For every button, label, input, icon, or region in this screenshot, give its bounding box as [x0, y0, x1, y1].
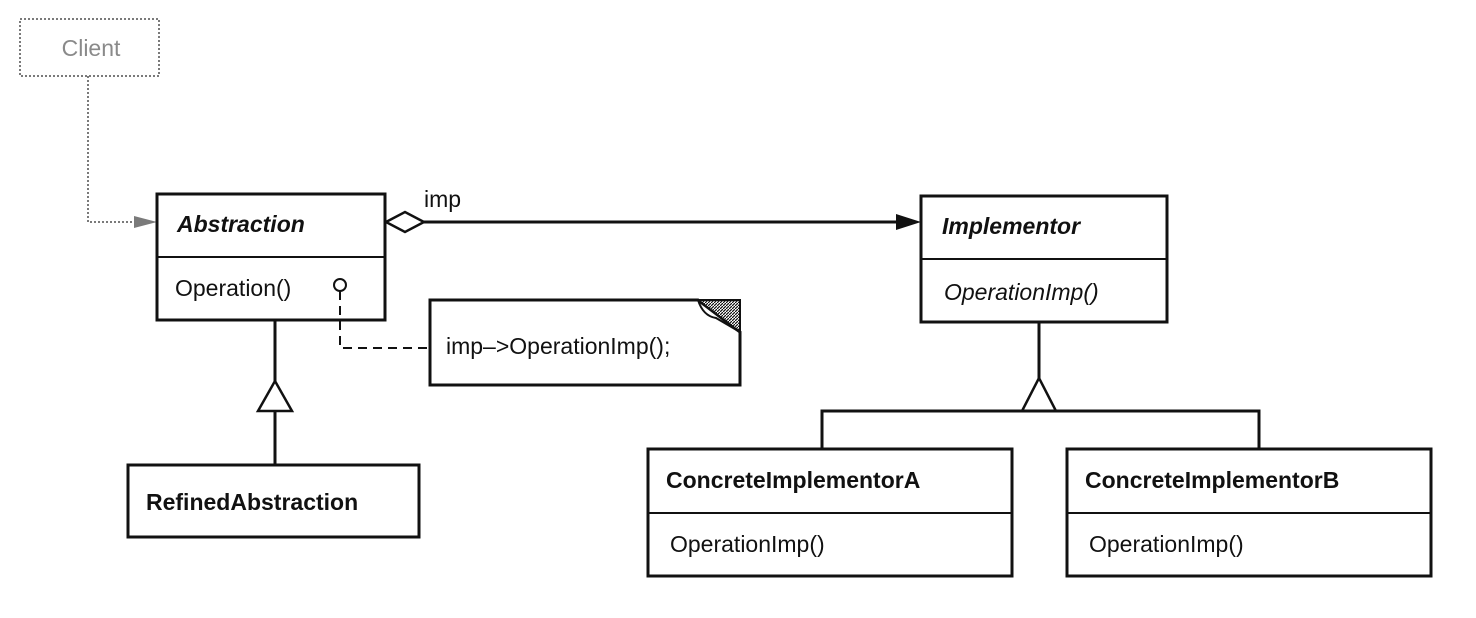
refined-generalization: [255, 320, 295, 465]
abstraction-name: Abstraction: [176, 211, 305, 237]
inheritance-triangle-icon: [255, 378, 295, 413]
refined-abstraction-name: RefinedAbstraction: [146, 489, 358, 515]
implementor-name: Implementor: [942, 213, 1081, 239]
arrowhead-icon: [896, 214, 921, 230]
note-dogear-icon: [695, 299, 741, 335]
code-note: imp–>OperationImp();: [428, 298, 742, 387]
concrete-implementor-b-operation: OperationImp(): [1089, 531, 1244, 557]
aggregation-diamond-icon: [383, 210, 427, 234]
refined-abstraction-class: RefinedAbstraction: [126, 463, 421, 539]
association-role-label: imp: [424, 186, 461, 212]
imp-association: imp: [383, 186, 921, 234]
client-label: Client: [62, 35, 121, 61]
inheritance-triangle-icon: [1019, 375, 1059, 413]
concrete-implementor-b-name: ConcreteImplementorB: [1085, 467, 1339, 493]
implementor-class: Implementor OperationImp(): [919, 194, 1169, 324]
client-box: Client: [19, 18, 160, 77]
arrowhead-icon: [134, 216, 157, 228]
implementor-operation: OperationImp(): [944, 279, 1099, 305]
concrete-implementor-a-name: ConcreteImplementorA: [666, 467, 920, 493]
concrete-implementor-a-class: ConcreteImplementorA OperationImp(): [646, 447, 1014, 578]
note-connector: [339, 291, 430, 349]
abstraction-operation: Operation(): [175, 275, 291, 301]
concrete-implementor-a-operation: OperationImp(): [670, 531, 825, 557]
concrete-generalization: [820, 322, 1261, 449]
abstraction-class: Abstraction Operation(): [155, 192, 387, 322]
note-text: imp–>OperationImp();: [446, 333, 670, 359]
note-anchor-icon: [333, 278, 347, 292]
concrete-implementor-b-class: ConcreteImplementorB OperationImp(): [1065, 447, 1433, 578]
client-to-abstraction-link: [87, 76, 157, 228]
